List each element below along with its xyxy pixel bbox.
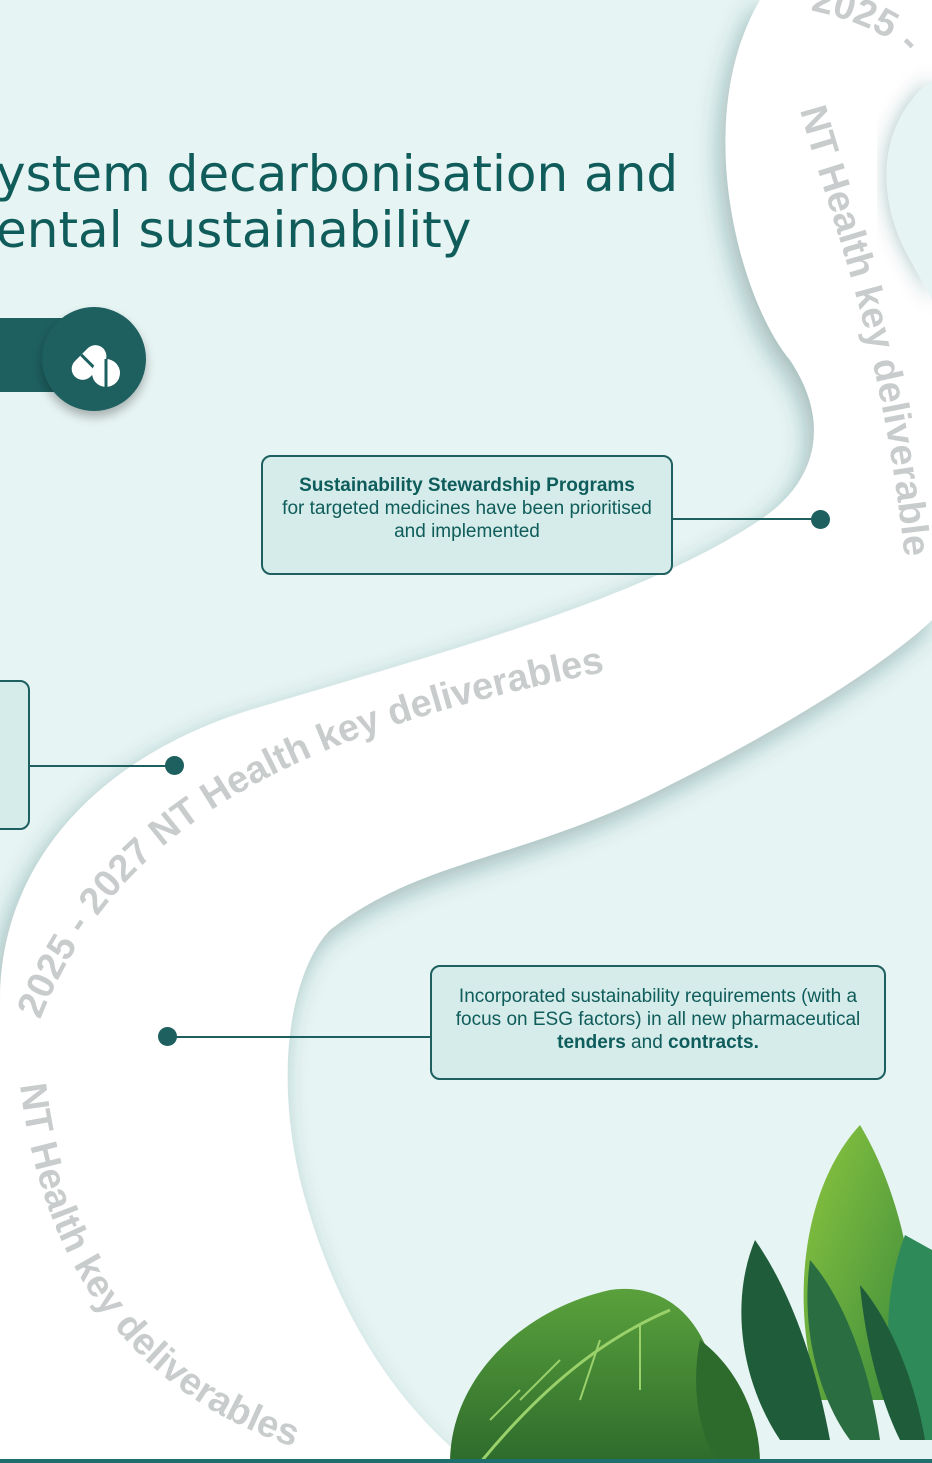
tenders-text: Incorporated sustainability requirements…	[455, 986, 861, 1030]
connector-line	[30, 765, 174, 767]
connector-dot	[158, 1027, 177, 1046]
leaves-illustration	[450, 1125, 932, 1463]
page-title-line-2: ental sustainability	[0, 201, 472, 259]
stewardship-heading: Sustainability Stewardship Programs	[299, 475, 635, 496]
connector-dot	[811, 510, 830, 529]
connector-line	[166, 1036, 430, 1038]
bottom-border	[0, 1459, 932, 1463]
connector-dot	[165, 756, 184, 775]
offscreen-card	[0, 680, 30, 830]
tenders-emphasis: tenders	[557, 1032, 626, 1053]
tenders-connector: and	[625, 1032, 669, 1053]
stewardship-card: Sustainability Stewardship Programs for …	[261, 455, 673, 575]
page-title-line-1: ystem decarbonisation and	[0, 145, 679, 203]
contracts-emphasis: contracts.	[668, 1032, 759, 1053]
tenders-card: Incorporated sustainability requirements…	[430, 965, 886, 1080]
pills-icon	[42, 307, 146, 411]
stewardship-body: for targeted medicines have been priorit…	[282, 498, 652, 542]
connector-line	[673, 518, 820, 520]
